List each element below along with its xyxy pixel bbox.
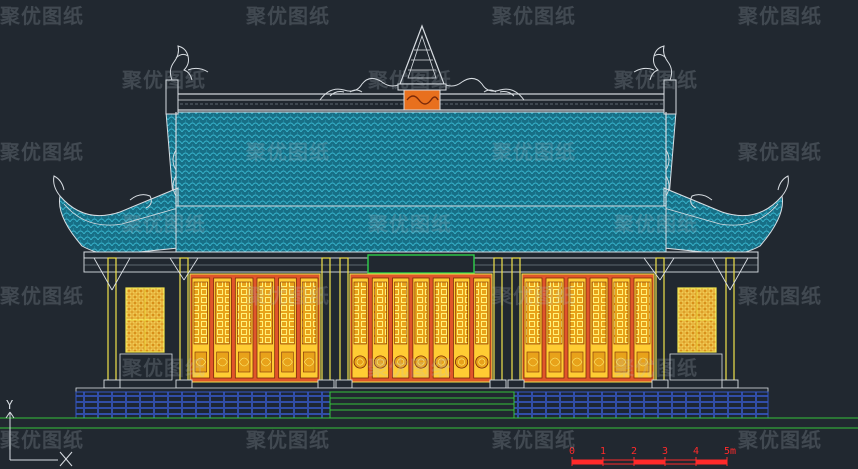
- watermark-text: 聚优图纸: [122, 356, 206, 380]
- watermark-text: 聚优图纸: [0, 428, 84, 452]
- scale-bar: [571, 457, 728, 466]
- column-brackets: [93, 257, 749, 291]
- door-leaf: [611, 277, 631, 379]
- door-leaf: [432, 277, 450, 379]
- watermark-text: 聚优图纸: [0, 140, 84, 164]
- watermark-text: 聚优图纸: [738, 428, 822, 452]
- watermark-text: 聚优图纸: [368, 212, 452, 236]
- column-bases: [103, 379, 739, 389]
- ucs-icon: [5, 411, 73, 467]
- ground-line: [0, 417, 858, 429]
- door-leaf: [392, 277, 410, 379]
- door-leaf: [523, 277, 543, 379]
- front-steps: [329, 391, 515, 419]
- door-leaf: [589, 277, 609, 379]
- watermark-text: 聚优图纸: [492, 140, 576, 164]
- watermark-text: 聚优图纸: [246, 428, 330, 452]
- door-leaf: [213, 277, 232, 379]
- door-leaf: [371, 277, 389, 379]
- door-bays: [189, 273, 655, 383]
- door-leaf: [545, 277, 565, 379]
- door-leaf: [473, 277, 491, 379]
- ucs-y-label: Y: [6, 398, 14, 412]
- watermark-text: 聚优图纸: [738, 140, 822, 164]
- door-leaf: [351, 277, 369, 379]
- watermark-text: 聚优图纸: [492, 428, 576, 452]
- name-plaque: [367, 254, 475, 274]
- watermark-text: 聚优图纸: [614, 356, 698, 380]
- watermark-text: 聚优图纸: [0, 4, 84, 28]
- ridge-ornaments: [169, 45, 673, 101]
- watermark-text: 聚优图纸: [492, 4, 576, 28]
- scale-tick-label: 0: [569, 446, 576, 457]
- side-window-left: [125, 287, 165, 353]
- door-bay: [349, 273, 493, 383]
- watermark-text: 聚优图纸: [492, 284, 576, 308]
- watermark-text: 聚优图纸: [246, 140, 330, 164]
- ridge-finial: [397, 24, 447, 111]
- scale-tick-label: 2: [631, 446, 638, 457]
- watermark-text: 聚优图纸: [122, 68, 206, 92]
- watermark-text: 聚优图纸: [738, 284, 822, 308]
- door-leaf: [453, 277, 471, 379]
- door-leaf: [278, 277, 297, 379]
- door-leaf: [299, 277, 319, 379]
- scale-tick-label: 1: [600, 446, 607, 457]
- watermark-text: 聚优图纸: [0, 284, 84, 308]
- scale-tick-label: 4: [693, 446, 700, 457]
- door-leaf: [234, 277, 254, 379]
- scale-tick-label: 5m: [724, 446, 737, 457]
- watermark-text: 聚优图纸: [246, 284, 330, 308]
- scale-tick-label: 3: [662, 446, 669, 457]
- door-leaf: [191, 277, 211, 379]
- watermark-text: 聚优图纸: [614, 68, 698, 92]
- watermark-text: 聚优图纸: [614, 212, 698, 236]
- watermark-text: 聚优图纸: [246, 4, 330, 28]
- side-wall-panels: [119, 353, 723, 381]
- side-window-right: [677, 287, 717, 353]
- door-leaf: [256, 277, 276, 379]
- door-bay: [189, 273, 321, 383]
- door-leaf: [412, 277, 430, 379]
- door-bay: [521, 273, 655, 383]
- watermark-text: 聚优图纸: [122, 212, 206, 236]
- watermark-text: 聚优图纸: [368, 356, 452, 380]
- door-leaf: [633, 277, 653, 379]
- plinth: [75, 387, 769, 419]
- watermark-text: 聚优图纸: [368, 68, 452, 92]
- door-leaf: [567, 277, 587, 379]
- watermark-text: 聚优图纸: [738, 4, 822, 28]
